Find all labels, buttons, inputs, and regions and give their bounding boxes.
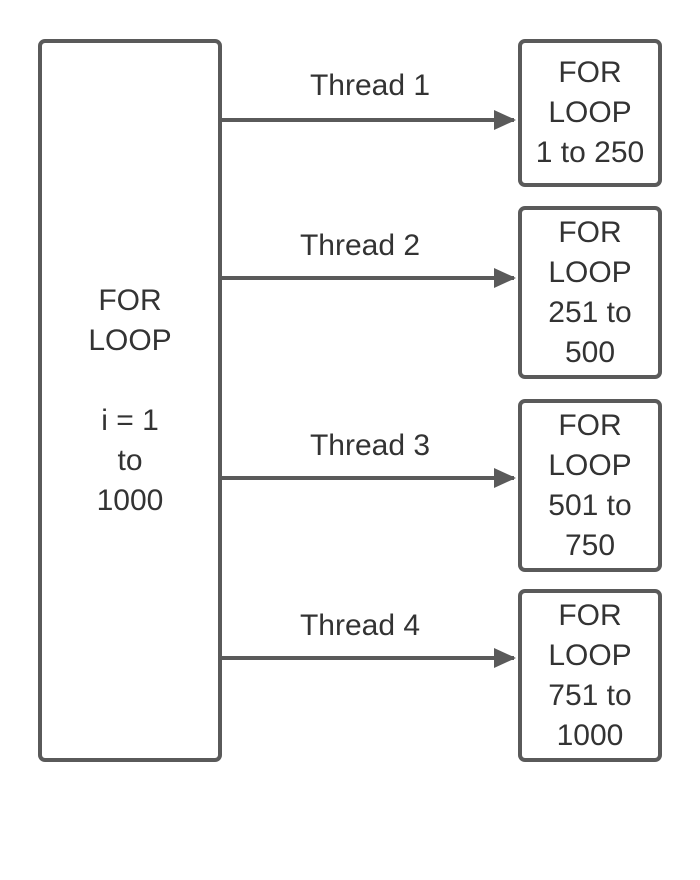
thread-4-box-line-3: 751 to [548,678,632,712]
thread-3-box-line-3: 501 to [548,488,632,522]
thread-4-box-line-1: FOR [558,598,622,632]
thread-3-box-line-2: LOOP [548,448,632,482]
arrowhead-thread-2-icon [494,268,516,288]
thread-3-loop-box: FOR LOOP 501 to 750 [518,399,662,572]
main-loop-line-5: 1000 [96,483,164,517]
thread-2-box-line-1: FOR [558,215,622,249]
arrowhead-thread-4-icon [494,648,516,668]
thread-2-box-line-3: 251 to [548,295,632,329]
thread-2-box-line-4: 500 [564,335,616,369]
thread-3-box-line-4: 750 [564,528,616,562]
thread-1-loop-box: FOR LOOP 1 to 250 [518,39,662,187]
thread-4-loop-box: FOR LOOP 751 to 1000 [518,589,662,762]
main-loop-line-3: i = 1 [101,403,159,437]
thread-2-box-line-2: LOOP [548,255,632,289]
arrowhead-thread-3-icon [494,468,516,488]
thread-1-box-line-1: FOR [558,56,622,89]
thread-2-label: Thread 2 [299,229,421,262]
main-loop-box: FOR LOOP i = 1 to 1000 [38,39,222,762]
thread-4-box-line-2: LOOP [548,638,632,672]
thread-3-box-line-1: FOR [558,408,622,442]
main-loop-line-4: to [117,443,143,477]
thread-4-box-line-4: 1000 [556,718,624,752]
thread-1-box-line-2: LOOP [548,96,632,129]
thread-1-box-line-3: 1 to 250 [535,136,645,169]
thread-1-label: Thread 1 [309,69,431,102]
main-loop-line-2: LOOP [88,323,172,357]
thread-4-label: Thread 4 [299,609,421,642]
thread-2-loop-box: FOR LOOP 251 to 500 [518,206,662,379]
thread-3-label: Thread 3 [309,429,431,462]
arrowhead-thread-1-icon [494,110,516,130]
main-loop-line-1: FOR [98,283,162,317]
